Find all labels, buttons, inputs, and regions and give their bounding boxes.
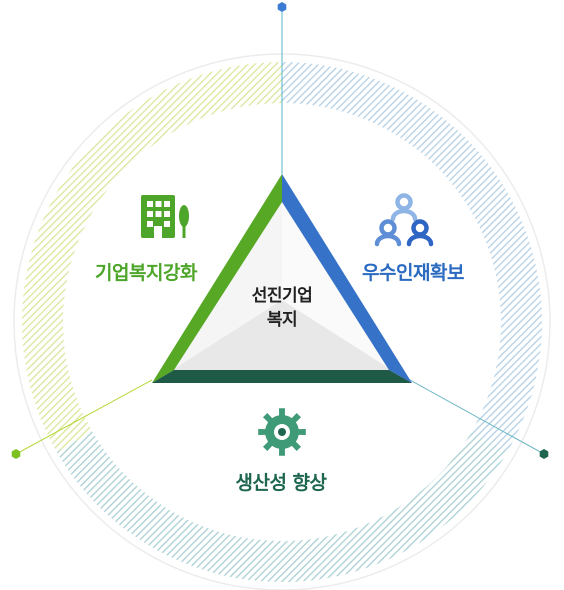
top-node-dot <box>277 2 287 12</box>
triangle-edge-left <box>152 174 282 383</box>
gear-icon <box>258 408 306 456</box>
center-title-line2: 복지 <box>266 310 298 330</box>
label-productivity: 생산성 향상 <box>235 472 327 494</box>
triangle-edge-bottom <box>152 370 412 383</box>
center-title: 선진기업 복지 <box>252 284 313 332</box>
label-talent-acquisition: 우수인재확보 <box>362 262 464 284</box>
ring-segment-left <box>21 62 282 452</box>
ring-segment-right <box>282 62 543 452</box>
center-title-line1: 선진기업 <box>251 286 313 306</box>
left-node-dot <box>11 449 21 459</box>
people-group-icon <box>374 193 434 247</box>
connector-line-left <box>15 379 153 455</box>
triangle-edge-right <box>282 174 412 383</box>
building-tree-icon <box>141 195 189 238</box>
label-corporate-welfare: 기업복지강화 <box>95 262 197 284</box>
ring-segment-bottom <box>56 431 508 583</box>
triangle-facet-bottom <box>152 300 412 383</box>
right-node-dot <box>539 449 549 459</box>
connector-line-right <box>409 379 545 455</box>
